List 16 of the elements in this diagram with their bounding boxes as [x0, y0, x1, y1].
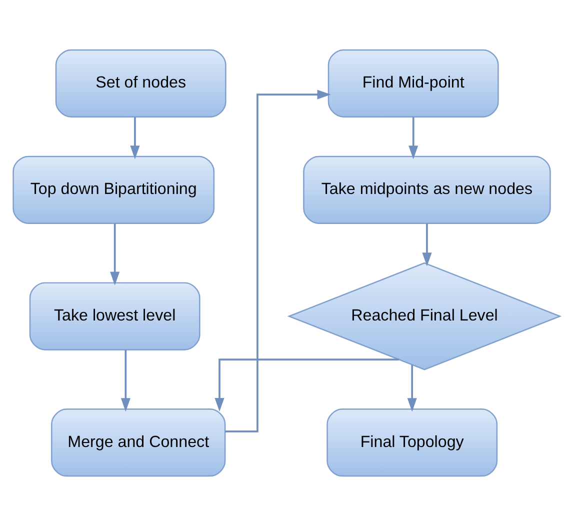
arrow — [408, 117, 418, 160]
node-box: Find Mid-point — [328, 49, 499, 118]
node-diamond: Reached Final Level — [287, 262, 562, 370]
node-box: Take lowest level — [29, 282, 200, 350]
node-box: Take midpoints as new nodes — [303, 156, 551, 224]
node-box: Merge and Connect — [51, 408, 226, 477]
arrow — [110, 223, 120, 286]
arrow — [422, 223, 432, 266]
node-box: Set of nodes — [55, 49, 226, 118]
arrow — [130, 117, 140, 160]
arrow — [407, 364, 417, 412]
arrow — [120, 350, 130, 412]
arrow — [214, 358, 399, 412]
arrow — [225, 90, 331, 432]
node-box: Final Topology — [326, 408, 498, 477]
node-box: Top down Bipartitioning — [12, 156, 215, 224]
